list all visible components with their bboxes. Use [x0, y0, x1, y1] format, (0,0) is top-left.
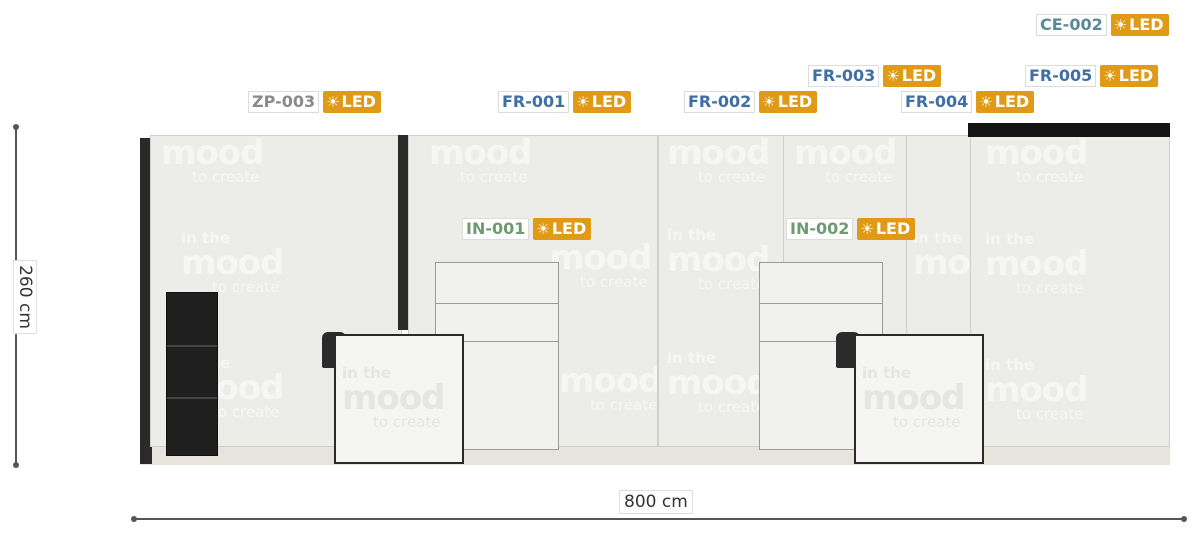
tag-fr-002: FR-002 ☀LED: [684, 91, 818, 113]
tag-code: FR-003: [808, 65, 880, 87]
sun-icon: ☀: [536, 220, 550, 238]
led-badge: ☀LED: [323, 91, 381, 113]
sun-icon: ☀: [762, 93, 776, 111]
tag-code: IN-001: [462, 218, 530, 240]
sun-icon: ☀: [1113, 16, 1128, 34]
height-label: 260 cm: [12, 260, 37, 334]
tag-zp-003: ZP-003 ☀LED: [248, 91, 381, 113]
led-badge: ☀LED: [533, 218, 592, 240]
sun-icon: ☀: [979, 93, 993, 111]
led-badge: ☀LED: [976, 91, 1035, 113]
led-badge: ☀LED: [1110, 14, 1169, 36]
wall-divider: [398, 135, 408, 330]
tag-code: FR-001: [498, 91, 570, 113]
tag-fr-001: FR-001 ☀LED: [498, 91, 632, 113]
tag-code: CE-002: [1036, 14, 1107, 36]
led-badge: ☀LED: [1100, 65, 1159, 87]
tag-in-001: IN-001 ☀LED: [462, 218, 592, 240]
led-badge: ☀LED: [573, 91, 632, 113]
led-badge: ☀LED: [883, 65, 942, 87]
tag-in-002: IN-002 ☀LED: [786, 218, 916, 240]
tag-fr-005: FR-005 ☀LED: [1025, 65, 1159, 87]
tag-code: FR-002: [684, 91, 756, 113]
tag-fr-003: FR-003 ☀LED: [808, 65, 942, 87]
sun-icon: ☀: [1103, 67, 1117, 85]
width-label: 800 cm: [619, 490, 693, 514]
tag-fr-004: FR-004 ☀LED: [901, 91, 1035, 113]
left-wall-frame: [140, 138, 152, 464]
tag-code: FR-005: [1025, 65, 1097, 87]
sun-icon: ☀: [860, 220, 874, 238]
led-badge: ☀LED: [857, 218, 916, 240]
sun-icon: ☀: [326, 93, 340, 111]
sun-icon: ☀: [886, 67, 900, 85]
tag-code: FR-004: [901, 91, 973, 113]
shelf-unit: [166, 292, 218, 456]
sun-icon: ☀: [576, 93, 590, 111]
tag-code: IN-002: [786, 218, 854, 240]
ceiling-element: [968, 123, 1170, 137]
led-badge: ☀LED: [759, 91, 818, 113]
tag-code: ZP-003: [248, 91, 320, 113]
tag-ce-002: CE-002 ☀LED: [1036, 14, 1169, 36]
